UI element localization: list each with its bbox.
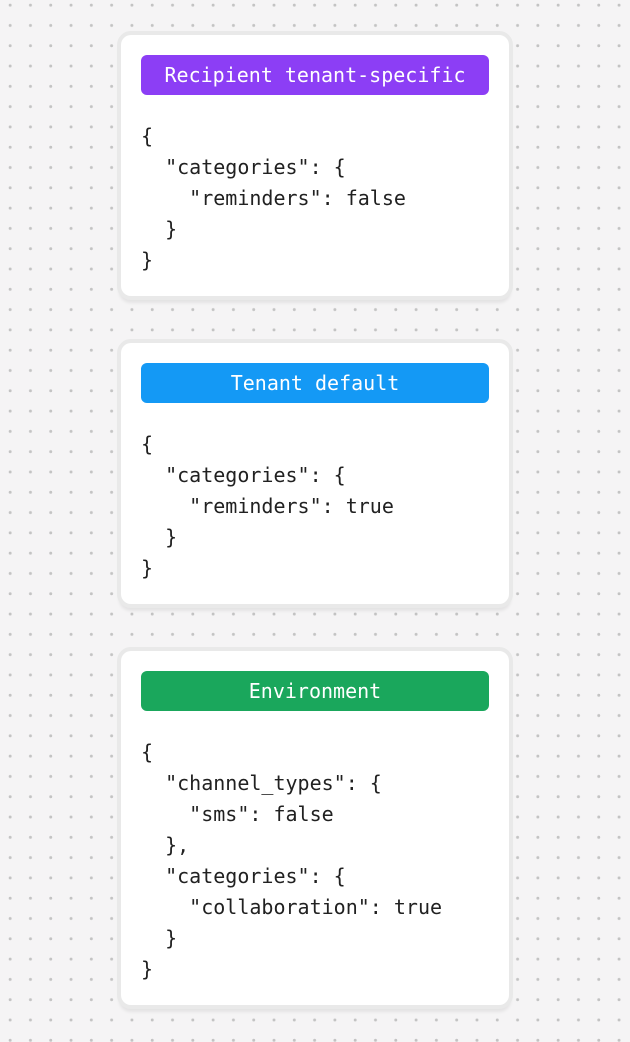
card-tenant-default: Tenant default { "categories": { "remind… <box>117 339 513 608</box>
badge-environment: Environment <box>141 671 489 711</box>
card-environment: Environment { "channel_types": { "sms": … <box>117 647 513 1009</box>
json-code-environment: { "channel_types": { "sms": false }, "ca… <box>141 740 443 981</box>
badge-recipient-tenant-specific: Recipient tenant-specific <box>141 55 489 95</box>
card-recipient-tenant-specific: Recipient tenant-specific { "categories"… <box>117 31 513 300</box>
json-code-recipient-tenant-specific: { "categories": { "reminders": false } } <box>141 124 406 272</box>
badge-tenant-default: Tenant default <box>141 363 489 403</box>
json-code-tenant-default: { "categories": { "reminders": true } } <box>141 432 394 580</box>
